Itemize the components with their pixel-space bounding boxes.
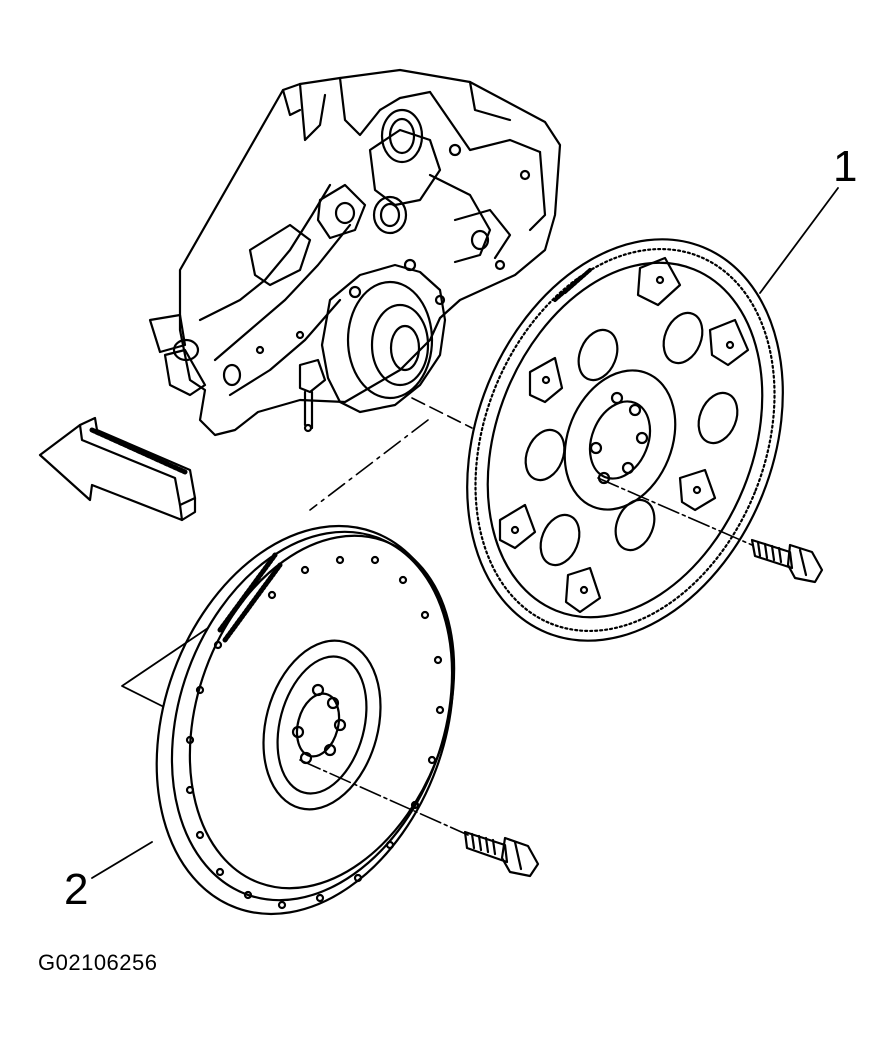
leader-lines [91,187,839,879]
engine-block [148,68,562,437]
figure-id: G02106256 [38,950,158,975]
callout-label-2: 2 [64,865,89,914]
callout-label-1: 1 [833,142,858,191]
flexplate [466,238,784,642]
flywheel [155,524,456,916]
flywheel-bolt [463,830,540,878]
flexplate-bolt [750,538,824,584]
direction-arrow-icon [38,416,197,522]
alignment-lines [299,397,753,836]
